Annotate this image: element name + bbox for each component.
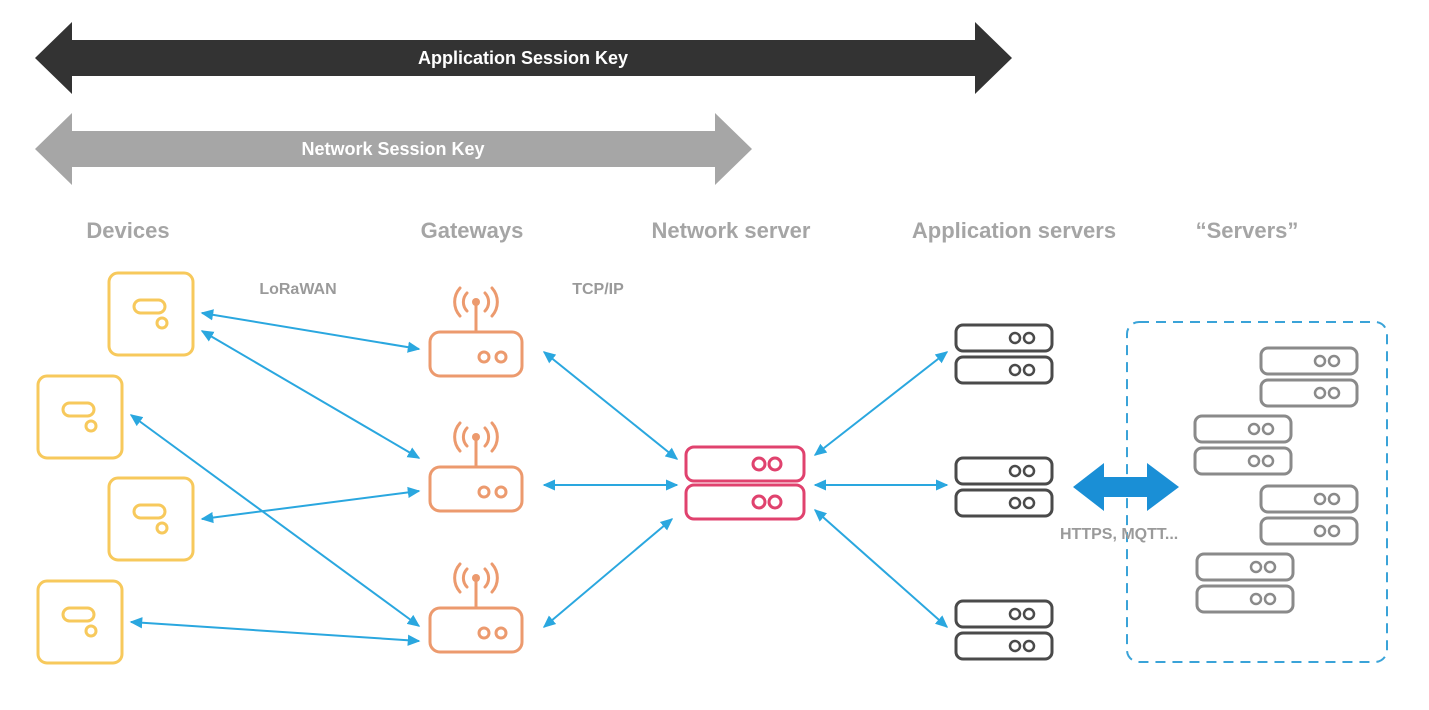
application-session-key-arrow: Application Session Key	[35, 22, 1012, 94]
application-servers-label: Application servers	[912, 218, 1116, 243]
gateways-label: Gateways	[421, 218, 524, 243]
server-icon	[1195, 552, 1295, 614]
network-server-icon	[684, 445, 806, 521]
https-mqtt-arrow	[1073, 463, 1179, 511]
link-gateway1-netserver	[542, 351, 679, 460]
link-device2-gateway3	[129, 414, 421, 627]
device-icon	[107, 271, 195, 357]
link-netserver-app3	[813, 509, 949, 628]
tcpip-label: TCP/IP	[572, 281, 624, 298]
network-server-label: Network server	[652, 218, 811, 243]
application-session-key-label: Application Session Key	[418, 48, 628, 68]
application-server-icon	[954, 456, 1054, 518]
device-icon	[36, 579, 124, 665]
server-icon	[1259, 484, 1359, 546]
https-mqtt-label: HTTPS, MQTT...	[1060, 526, 1178, 543]
link-device4-gateway3	[129, 617, 421, 646]
server-icon	[1259, 346, 1359, 408]
link-netserver-app1	[813, 351, 949, 456]
lorawan-links	[129, 309, 421, 646]
lorawan-label: LoRaWAN	[259, 281, 336, 298]
link-device1-gateway1	[200, 309, 421, 353]
tcpip-links	[542, 351, 679, 628]
servers-label: “Servers”	[1196, 218, 1299, 243]
devices-label: Devices	[86, 218, 169, 243]
application-server-icon	[954, 323, 1054, 385]
network-session-key-arrow: Network Session Key	[35, 113, 752, 185]
device-icon	[36, 374, 124, 460]
app-links	[813, 351, 949, 628]
application-server-icon	[954, 599, 1054, 661]
gateway-icon	[428, 421, 524, 513]
link-device3-gateway2	[200, 486, 421, 524]
link-gateway3-netserver	[542, 518, 674, 628]
external-servers-box	[1126, 321, 1388, 663]
server-icon	[1193, 414, 1293, 476]
link-device1-gateway2	[200, 330, 421, 459]
device-icon	[107, 476, 195, 562]
gateway-icon	[428, 286, 524, 378]
network-session-key-label: Network Session Key	[301, 139, 484, 159]
gateway-icon	[428, 562, 524, 654]
